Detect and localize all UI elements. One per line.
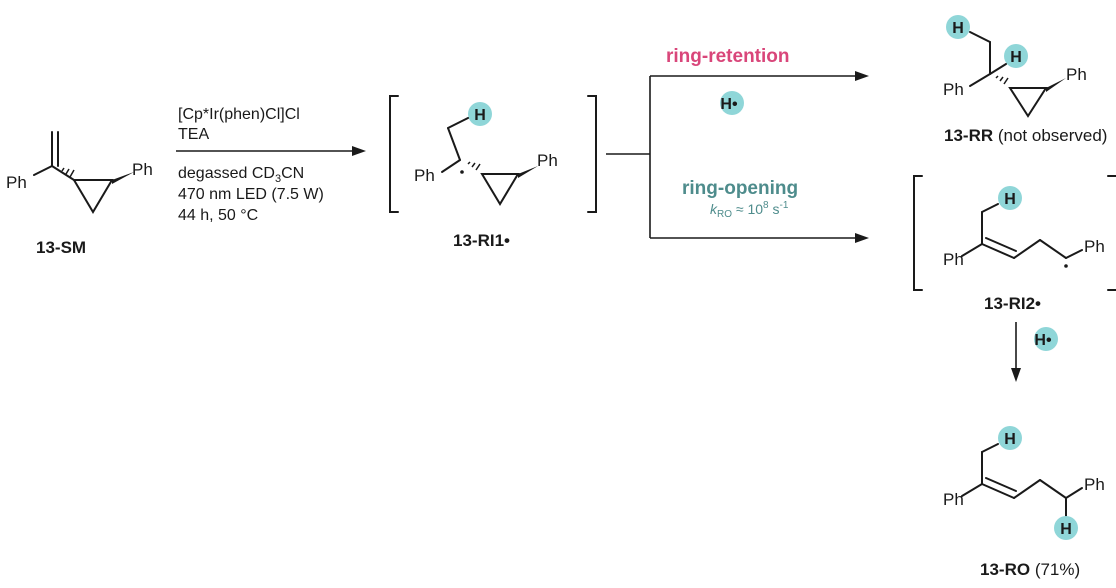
ri1-label: 13-RI1• xyxy=(453,231,510,250)
ri2-ph-right: Ph xyxy=(1084,237,1105,256)
conditions-base: TEA xyxy=(178,126,209,143)
rr-h-top: H xyxy=(952,20,964,37)
compound-13-ri2: H Ph Ph 13-RI2• xyxy=(913,175,1116,313)
ri2-h: H xyxy=(1004,191,1016,208)
pathway-ring-opening: ring-opening xyxy=(682,178,798,199)
ri2-to-ro-arrow: H• xyxy=(1011,322,1058,382)
conditions-block: [Cp*Ir(phen)Cl]Cl TEA degassed CD3CN 470… xyxy=(176,106,366,224)
rr-ph-left: Ph xyxy=(943,80,964,99)
ro-h-radical: H• xyxy=(1034,332,1052,349)
ro-ph-right: Ph xyxy=(1084,475,1105,494)
compound-13-rr: H H Ph Ph 13-RR (not observed) xyxy=(943,15,1107,145)
ri2-label: 13-RI2• xyxy=(984,294,1041,313)
pathway-ring-retention: ring-retention xyxy=(666,46,790,67)
ri2-ph-left: Ph xyxy=(943,250,964,269)
ri1-ph-left: Ph xyxy=(414,166,435,185)
retention-h-radical: H• xyxy=(720,91,744,115)
sm-label: 13-SM xyxy=(36,238,86,257)
ri1-radical-dot xyxy=(460,170,464,174)
ri1-h: H xyxy=(474,107,486,124)
rr-ph-right: Ph xyxy=(1066,65,1087,84)
sm-ph-left: Ph xyxy=(6,173,27,192)
ri1-h-badge xyxy=(468,102,492,126)
conditions-light: 470 nm LED (7.5 W) xyxy=(178,186,324,203)
conditions-solvent: degassed CD3CN xyxy=(178,165,304,185)
branch-lines xyxy=(606,71,869,243)
sm-ph-right: Ph xyxy=(132,160,153,179)
svg-text:H•: H• xyxy=(720,96,738,113)
ro-label-line: 13-RO (71%) xyxy=(980,560,1080,579)
ro-h-bottom: H xyxy=(1060,521,1072,538)
compound-13-ro: H Ph Ph H 13-RO (71%) xyxy=(943,426,1105,579)
rr-h-mid: H xyxy=(1010,49,1022,66)
ro-h-top: H xyxy=(1004,431,1016,448)
compound-13-ri1: H Ph Ph 13-RI1• xyxy=(389,95,597,250)
conditions-catalyst: [Cp*Ir(phen)Cl]Cl xyxy=(178,106,300,123)
conditions-time-temp: 44 h, 50 °C xyxy=(178,207,258,224)
compound-13-sm: Ph Ph 13-SM xyxy=(6,131,153,257)
ro-ph-left: Ph xyxy=(943,490,964,509)
sm-hashed-wedge xyxy=(61,167,75,178)
ri1-ph-right: Ph xyxy=(537,151,558,170)
rate-constant: kRO ≈ 108 s-1 xyxy=(710,200,789,220)
rr-label-line: 13-RR (not observed) xyxy=(944,126,1107,145)
